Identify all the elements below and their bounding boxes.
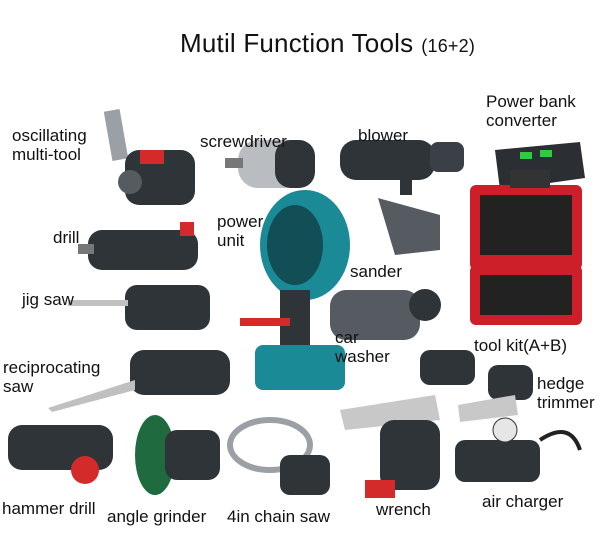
wrench-image (365, 420, 440, 498)
label-air-charger: air charger (482, 492, 564, 511)
reciprocating-saw-image (48, 350, 230, 412)
label-jig-saw: jig saw (22, 290, 74, 309)
air-charger-image (455, 417, 582, 482)
label-power-bank-converter: Power bank converter (486, 92, 576, 130)
label-chain-saw: 4in chain saw (227, 507, 331, 526)
label-oscillating-multi-tool: oscillating multi-tool (12, 126, 87, 164)
label-angle-grinder: angle grinder (107, 507, 207, 526)
label-tool-kit: tool kit(A+B) (474, 336, 568, 355)
jig-saw-image (68, 285, 210, 330)
toolbox-image (470, 170, 582, 325)
label-drill: drill (53, 228, 80, 247)
car-washer-image (330, 289, 441, 340)
hedge-trimmer-image (458, 365, 533, 422)
angle-grinder-image (135, 415, 220, 495)
title-text: Mutil Function Tools (180, 28, 414, 58)
screwdriver-image (225, 140, 315, 188)
blower-image (340, 140, 464, 195)
hammer-drill-image (8, 425, 113, 484)
label-hammer-drill: hammer drill (2, 499, 96, 518)
label-blower: blower (358, 126, 409, 145)
title-suffix: (16+2) (421, 36, 476, 56)
drill-image (78, 222, 198, 270)
label-wrench: wrench (376, 500, 431, 519)
chain-saw-image (227, 417, 330, 495)
power-unit-image (240, 190, 350, 390)
label-screwdriver: screwdriver (200, 132, 287, 151)
label-hedge-trimmer: hedge trimmer (537, 374, 595, 412)
label-car-washer: car washer (335, 328, 390, 366)
sander-image (378, 198, 440, 255)
page-title: Mutil Function Tools (16+2) (180, 28, 475, 59)
label-power-unit: power unit (217, 212, 264, 250)
label-reciprocating-saw: reciprocating saw (3, 358, 101, 396)
oscillating-multi-tool-image (103, 108, 195, 205)
label-sander: sander (350, 262, 402, 281)
